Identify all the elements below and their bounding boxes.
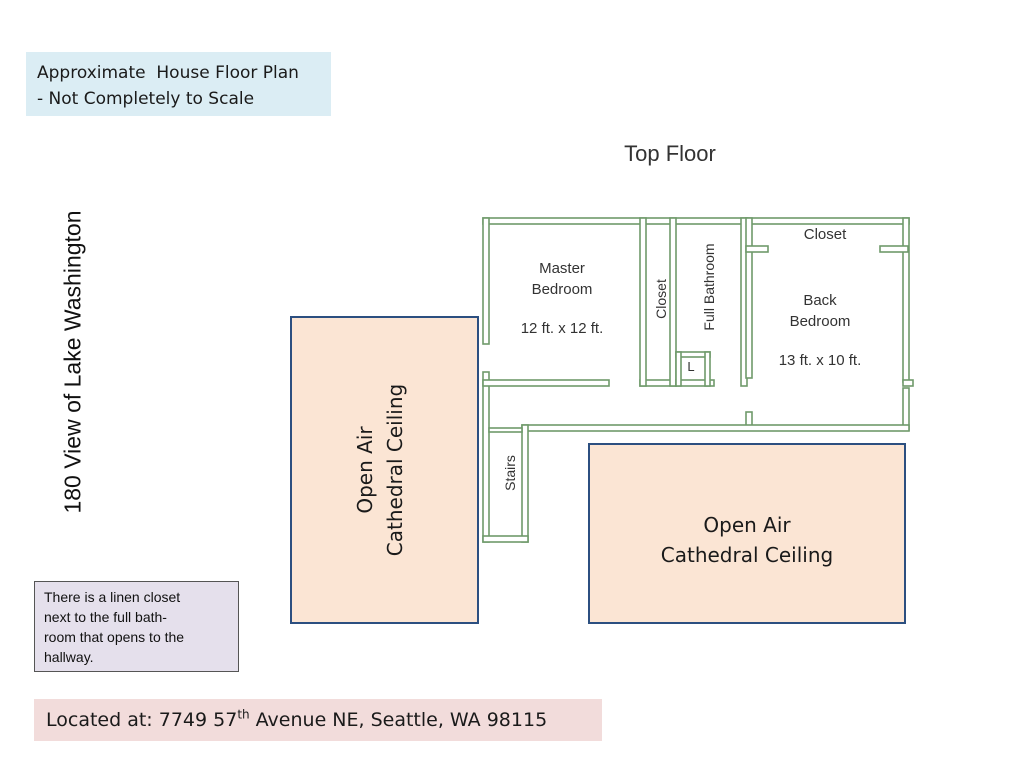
wall-linen-right xyxy=(704,351,711,387)
address-prefix: Located at: 7749 57 xyxy=(46,709,238,731)
note-line-4: hallway. xyxy=(44,649,94,665)
wall-top xyxy=(482,217,910,225)
wall-closet-right xyxy=(669,217,677,387)
wall-closet-top-left xyxy=(745,245,769,253)
open-air-area-right xyxy=(588,443,906,624)
address-superscript: th xyxy=(237,707,250,722)
caption-line-1: Approximate House Floor Plan xyxy=(37,63,299,83)
address-label: Located at: 7749 57th Avenue NE, Seattle… xyxy=(34,699,602,741)
wall-back-right-lower xyxy=(902,387,910,431)
wall-master-left-lower xyxy=(482,371,490,543)
open-air-right-label: Open Air Cathedral Ceiling xyxy=(588,510,906,570)
open-air-area-left xyxy=(290,316,479,624)
floor-title: Top Floor xyxy=(624,141,716,166)
wall-hall-bottom xyxy=(521,424,910,432)
back-bedroom-label: Back Bedroom xyxy=(760,290,880,332)
note-line-3: room that opens to the xyxy=(44,629,185,645)
wall-back-right xyxy=(902,217,910,383)
master-bedroom-line-1: Master xyxy=(539,260,585,277)
wall-stairs-top xyxy=(488,427,523,433)
address-suffix: Avenue NE, Seattle, WA 98115 xyxy=(249,709,548,731)
wall-closet-left xyxy=(639,217,647,387)
linen-closet-label: L xyxy=(687,359,695,374)
linen-closet-note: There is a linen closet next to the full… xyxy=(34,581,239,672)
open-air-right-line-1: Open Air xyxy=(703,513,791,537)
wall-master-left-upper xyxy=(482,217,490,345)
closet-top-label: Closet xyxy=(803,226,847,243)
wall-master-bottom xyxy=(482,379,610,387)
back-bedroom-dimensions: 13 ft. x 10 ft. xyxy=(778,352,862,369)
plan-caption: Approximate House Floor Plan - Not Compl… xyxy=(26,52,331,116)
master-bedroom-dimensions: 12 ft. x 12 ft. xyxy=(520,320,604,337)
wall-back-left xyxy=(745,217,753,379)
master-bedroom-label: Master Bedroom xyxy=(500,258,624,300)
wall-stairs-right xyxy=(521,424,529,543)
note-line-1: There is a linen closet xyxy=(44,589,181,605)
note-line-2: next to the full bath- xyxy=(44,609,167,625)
back-bedroom-line-2: Bedroom xyxy=(789,313,851,330)
wall-stairs-bottom xyxy=(482,535,529,543)
full-bathroom-label: Full Bathroom xyxy=(701,243,717,331)
open-air-right-line-2: Cathedral Ceiling xyxy=(660,543,834,567)
stairs-label: Stairs xyxy=(502,455,518,491)
wall-linen-left xyxy=(675,351,682,387)
wall-back-bottom-stub xyxy=(902,379,914,387)
back-bedroom-line-1: Back xyxy=(803,292,837,309)
caption-line-2: - Not Completely to Scale xyxy=(37,89,255,109)
wall-closet-top-right xyxy=(879,245,909,253)
closet-vertical-label: Closet xyxy=(653,279,669,319)
master-bedroom-line-2: Bedroom xyxy=(531,281,593,298)
